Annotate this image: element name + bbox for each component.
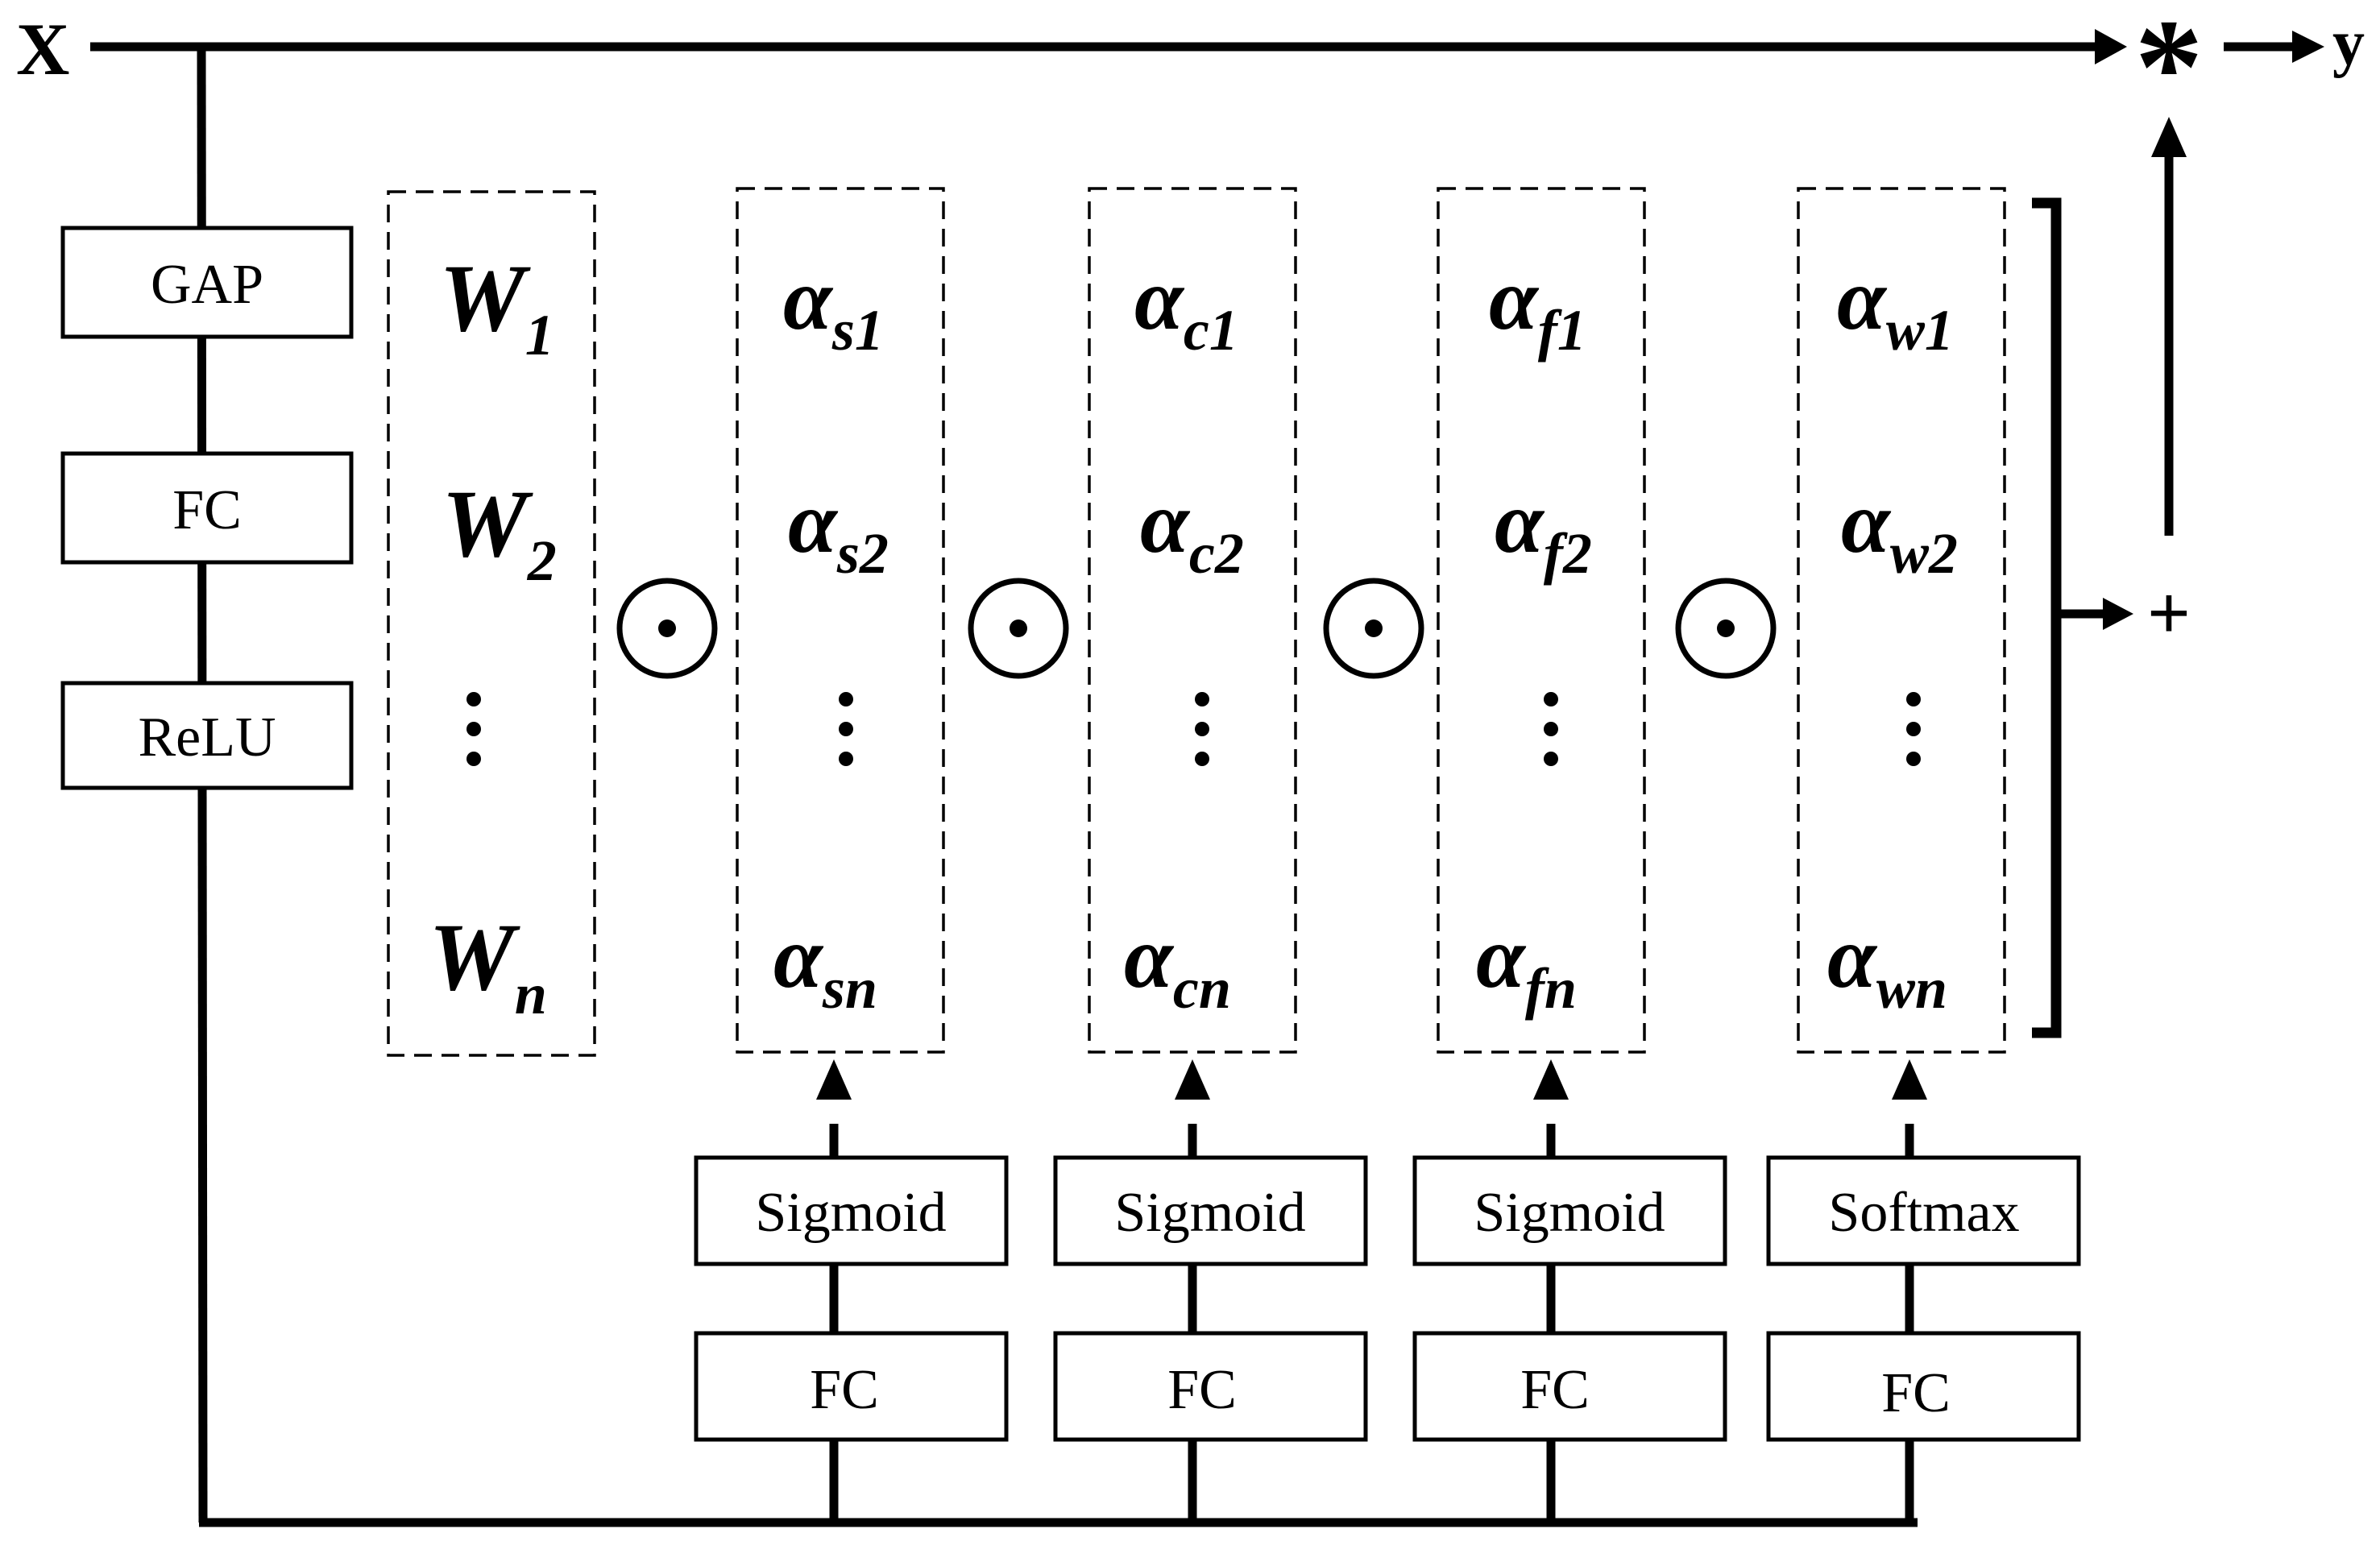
alpha-f1: αf1 (1489, 250, 1586, 363)
hadamard-op-1 (616, 578, 718, 679)
branch-w-activation-box: Softmax (1766, 1155, 2081, 1266)
hadamard-op-3 (1323, 578, 1424, 679)
alpha-c1: αc1 (1134, 250, 1238, 363)
arrow-up-w (1892, 1059, 1927, 1100)
branch-c-fc-box: FC (1053, 1331, 1368, 1442)
sum-symbol: + (2147, 570, 2191, 656)
fc-box-left: FC (60, 451, 354, 565)
alpha-s2: αs2 (788, 473, 889, 586)
column-c-symbols: αc1 αc2 αcn (1124, 250, 1244, 1021)
column-wt-box (1797, 187, 2006, 1054)
branch-w-activation-label: Softmax (1828, 1182, 2019, 1244)
column-w-box (387, 190, 596, 1057)
gap-box: GAP (60, 226, 354, 339)
w-symbol-1: W1 (439, 244, 554, 367)
arrow-up-f (1533, 1059, 1569, 1100)
fc-box-left-label: FC (172, 479, 242, 541)
column-s-symbols: αs1 αs2 αsn (773, 250, 889, 1021)
alpha-c2: αc2 (1140, 473, 1244, 586)
branch-w-fc-box: FC (1766, 1331, 2081, 1442)
sum-to-multiply-head (2151, 117, 2187, 157)
ellipsis-w (466, 692, 481, 766)
branch-f-activation-label: Sigmoid (1474, 1182, 1665, 1244)
alpha-sn: αsn (773, 908, 877, 1021)
branch-w-fc-label: FC (1881, 1362, 1951, 1424)
hadamard-op-4 (1675, 578, 1777, 679)
column-f-symbols: αf1 αf2 αfn (1476, 250, 1592, 1021)
branch-f-fc-label: FC (1520, 1359, 1590, 1421)
sum-bracket (2032, 197, 2062, 1038)
alpha-w1: αw1 (1837, 250, 1954, 363)
input-arrow-head (2095, 29, 2127, 64)
column-w-symbols: W1 W2 Wn (429, 244, 557, 1026)
branch-c-activation-label: Sigmoid (1114, 1182, 1305, 1244)
branch-f-fc-box: FC (1412, 1331, 1727, 1442)
column-c-box (1088, 187, 1297, 1054)
branch-s-activation-box: Sigmoid (694, 1155, 1009, 1266)
alpha-w2: αw2 (1841, 473, 1958, 586)
alpha-fn: αfn (1476, 908, 1577, 1021)
alpha-wn: αwn (1827, 908, 1947, 1021)
gap-box-label: GAP (151, 254, 263, 316)
hadamard-op-2 (968, 578, 1069, 679)
alpha-cn: αcn (1124, 908, 1231, 1021)
branch-s-fc-box: FC (694, 1331, 1009, 1442)
w-symbol-n: Wn (429, 903, 547, 1026)
output-label: y (2332, 8, 2365, 79)
branch-c-activation-box: Sigmoid (1053, 1155, 1368, 1266)
relu-box: ReLU (60, 681, 354, 790)
branch-s-fc-label: FC (810, 1359, 879, 1421)
arrow-up-s (816, 1059, 852, 1100)
alpha-s1: αs1 (783, 250, 884, 363)
multiply-symbol: * (2135, 0, 2204, 143)
ellipsis-wt (1906, 692, 1921, 766)
column-wt-symbols: αw1 αw2 αwn (1827, 250, 1958, 1021)
relu-box-label: ReLU (138, 706, 276, 769)
w-symbol-2: W2 (442, 470, 557, 593)
column-f-box (1437, 187, 1646, 1054)
branch-s-activation-label: Sigmoid (755, 1182, 946, 1244)
ellipsis-f (1544, 692, 1558, 766)
ellipsis-s (839, 692, 853, 766)
branch-f-activation-box: Sigmoid (1412, 1155, 1727, 1266)
ellipsis-c (1195, 692, 1209, 766)
output-arrow-head (2292, 31, 2324, 63)
branch-c-fc-label: FC (1167, 1359, 1237, 1421)
alpha-f2: αf2 (1495, 473, 1592, 586)
arrow-up-c (1175, 1059, 1210, 1100)
sum-arrow-head (2103, 598, 2133, 630)
column-s-box (736, 187, 945, 1054)
input-label: X (16, 8, 69, 90)
